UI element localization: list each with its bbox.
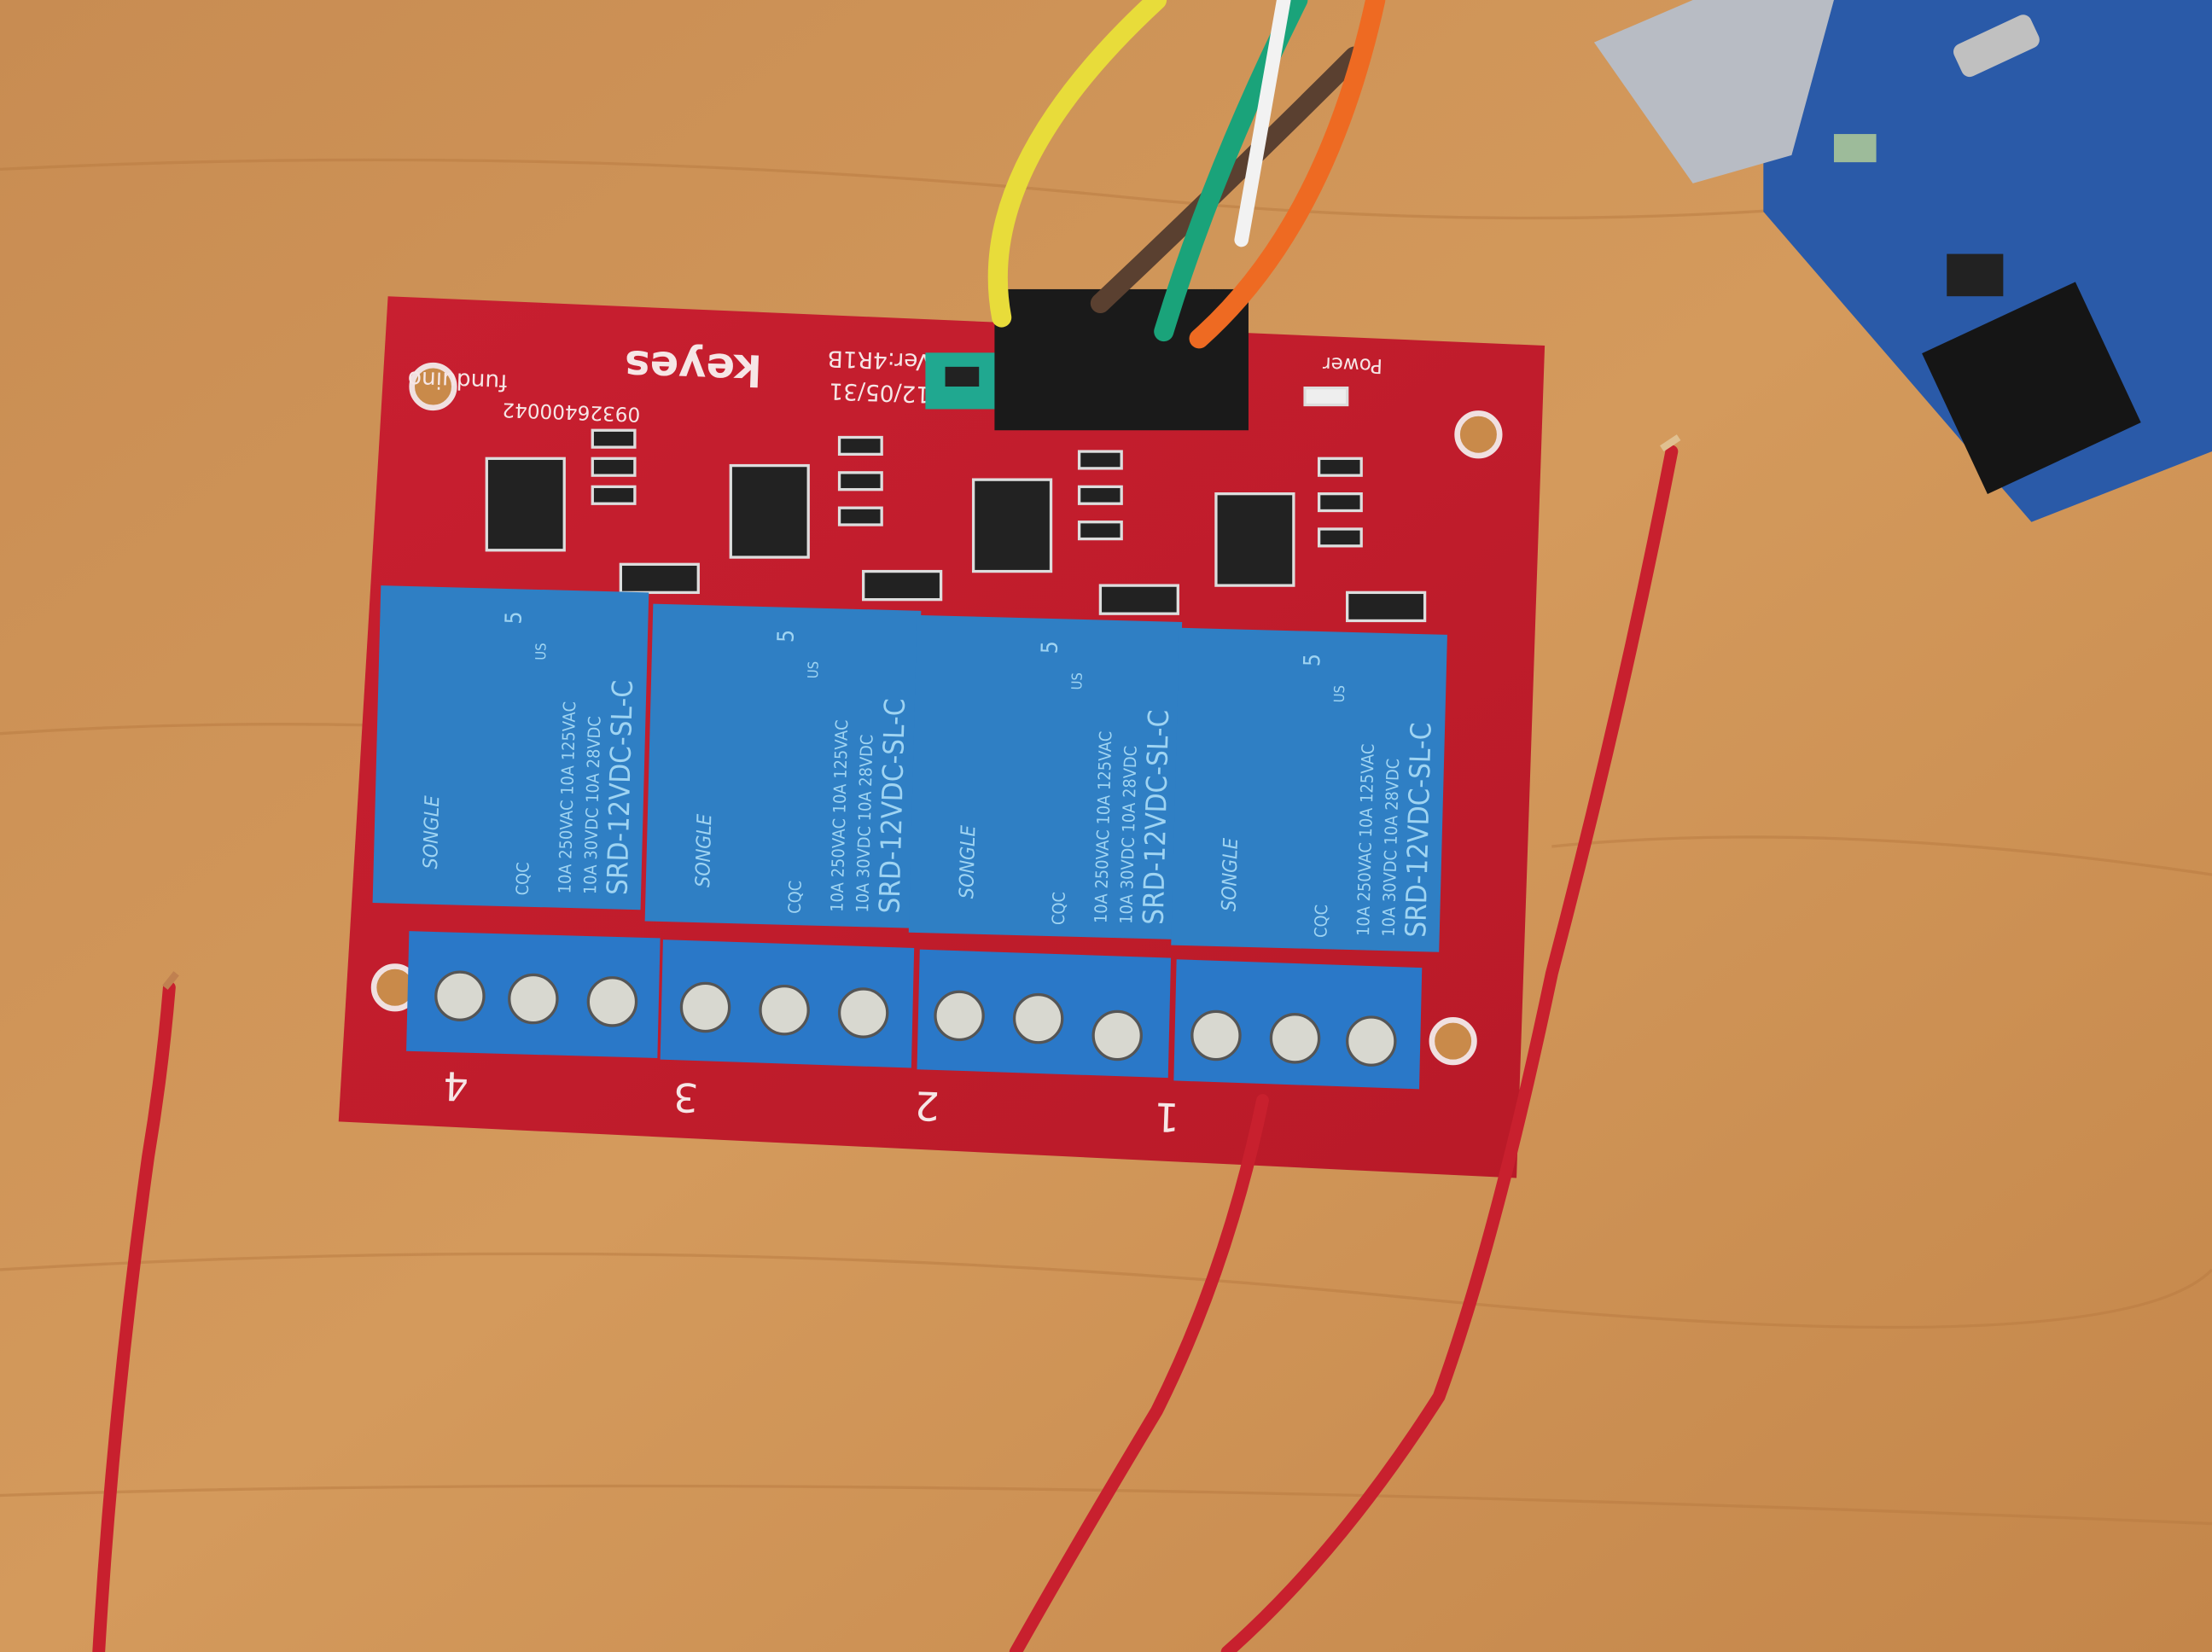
relay-model: SRD-12VDC-SL-C [1137, 709, 1176, 925]
relay-pins: 5 [773, 629, 800, 643]
brand-label: keyes [624, 340, 763, 395]
relay-rating-dc: 10A 30VDC 10A 28VDC [1116, 746, 1140, 925]
channel-label-2: 2 [914, 1082, 940, 1129]
relay-cqc: CQC [513, 862, 533, 896]
serial-label: 09326400042 [502, 398, 641, 425]
relay-cqc: CQC [1311, 905, 1331, 939]
relay-rating-dc: 10A 30VDC 10A 28VDC [1379, 759, 1403, 938]
relay-model: SRD-12VDC-SL-C [600, 679, 639, 895]
date-label: 12/05/31 [829, 377, 931, 407]
relay-model: SRD-12VDC-SL-C [873, 698, 912, 914]
relay-us: US [533, 643, 550, 660]
relay-rating-dc: 10A 30VDC 10A 28VDC [580, 716, 604, 895]
relay-brand: SONGLE [956, 824, 980, 899]
relay-brand: SONGLE [1219, 837, 1243, 912]
relay-us: US [805, 661, 822, 679]
version-label: Ver:4R1B [827, 345, 932, 375]
power-label: Power [1322, 352, 1382, 376]
channel-label-3: 3 [672, 1073, 699, 1120]
relay-us: US [1068, 672, 1086, 690]
relay-brand: SONGLE [692, 813, 716, 888]
relays [372, 585, 1447, 952]
relay-pins: 5 [1037, 641, 1063, 654]
maker-label: funduino [407, 365, 508, 395]
relay-brand: SONGLE [420, 794, 444, 870]
relay-rating-dc: 10A 30VDC 10A 28VDC [853, 734, 876, 913]
relay-pins: 5 [501, 611, 527, 625]
terminal-screws [434, 970, 1397, 1067]
channel-label-1: 1 [1154, 1093, 1180, 1140]
relay-2 [908, 614, 1183, 939]
jumper-wires [987, 0, 1386, 349]
relay-pins: 5 [1299, 654, 1325, 667]
channel-label-4: 4 [442, 1062, 469, 1109]
relay-4 [372, 585, 649, 910]
pin-header [994, 288, 1249, 431]
relay-1 [1171, 627, 1447, 952]
relay-cqc: CQC [785, 881, 806, 915]
smd-components [485, 387, 1427, 623]
mounting-holes [370, 362, 1503, 1066]
relay-cqc: CQC [1049, 892, 1069, 926]
loose-red-wires [92, 445, 1679, 1652]
relay-3 [644, 603, 922, 928]
arduino-board [1593, 0, 2212, 522]
relay-us: US [1331, 685, 1348, 703]
relay-model: SRD-12VDC-SL-C [1399, 722, 1438, 938]
